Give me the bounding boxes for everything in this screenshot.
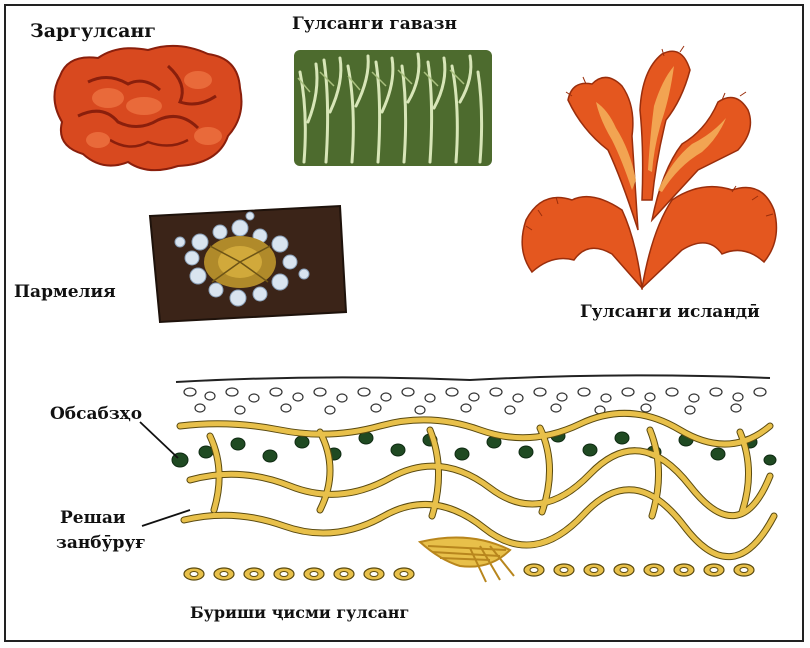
pointer-obsabzho [140,422,178,458]
pointer-reshai [142,510,190,526]
